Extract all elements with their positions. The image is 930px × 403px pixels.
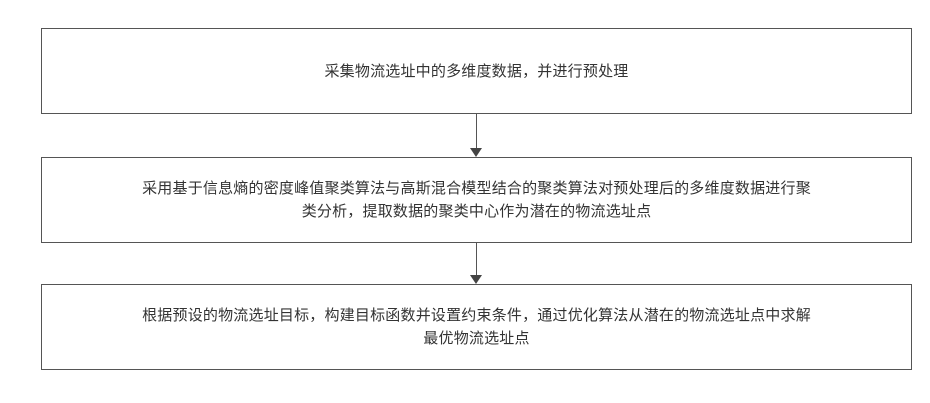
step-box-optimize-location: 根据预设的物流选址目标，构建目标函数并设置约束条件，通过优化算法从潜在的物流选址… — [41, 284, 912, 370]
step-label: 根据预设的物流选址目标，构建目标函数并设置约束条件，通过优化算法从潜在的物流选址… — [137, 304, 817, 350]
step-box-collect-data: 采集物流选址中的多维度数据，并进行预处理 — [41, 28, 912, 114]
down-arrow-icon — [470, 243, 482, 284]
step-label: 采集物流选址中的多维度数据，并进行预处理 — [137, 60, 817, 83]
down-arrow-icon — [470, 114, 482, 157]
step-label: 采用基于信息熵的密度峰值聚类算法与高斯混合模型结合的聚类算法对预处理后的多维度数… — [137, 177, 817, 223]
step-box-cluster-analysis: 采用基于信息熵的密度峰值聚类算法与高斯混合模型结合的聚类算法对预处理后的多维度数… — [41, 157, 912, 243]
